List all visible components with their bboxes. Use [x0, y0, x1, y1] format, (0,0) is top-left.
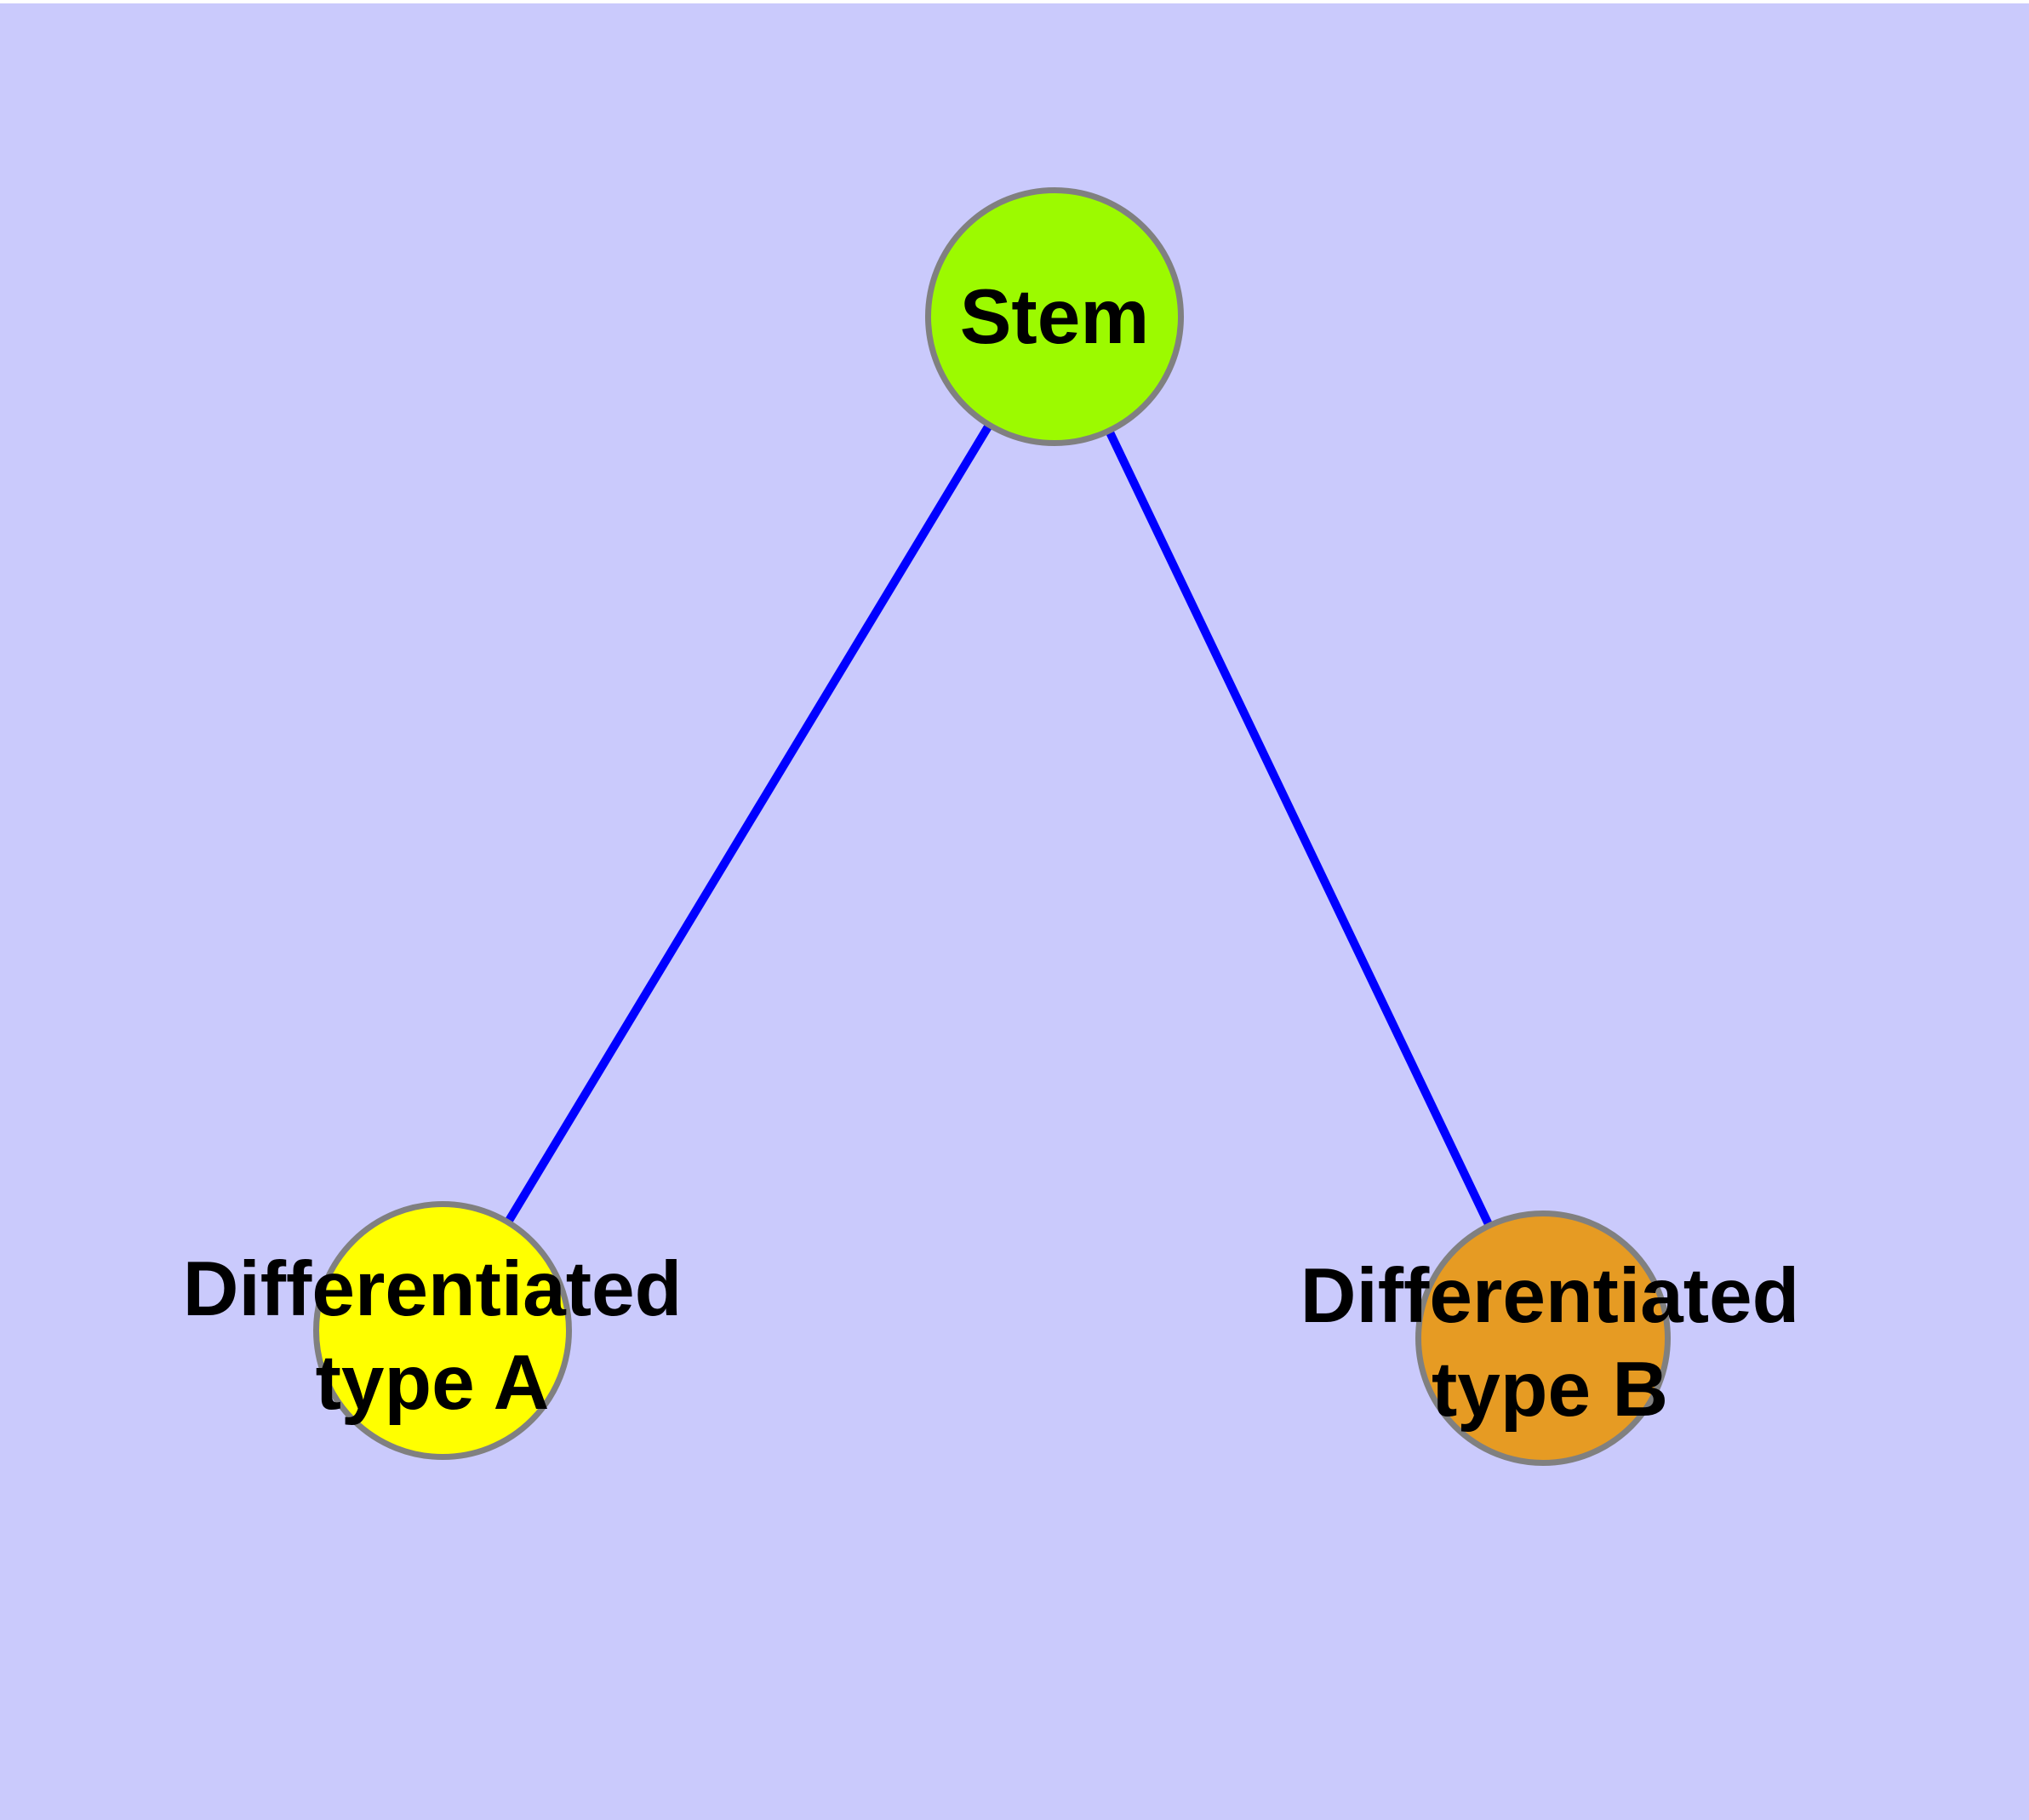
edge-stem-to-type-b: [1050, 314, 1547, 1341]
node-label-differentiated-type-b: Differentiated type B: [1300, 1253, 1800, 1433]
canvas-top-margin: [0, 0, 2029, 3]
node-label-stem: Stem: [959, 274, 1150, 360]
node-differentiated-type-a: [313, 1201, 572, 1460]
node-stem: [925, 187, 1184, 446]
graph-canvas: Stem Differentiated type A Differentiate…: [0, 3, 2029, 1820]
node-differentiated-type-b: [1415, 1210, 1671, 1466]
node-label-differentiated-type-a: Differentiated type A: [182, 1246, 683, 1426]
edge-stem-to-type-a: [438, 314, 1059, 1333]
